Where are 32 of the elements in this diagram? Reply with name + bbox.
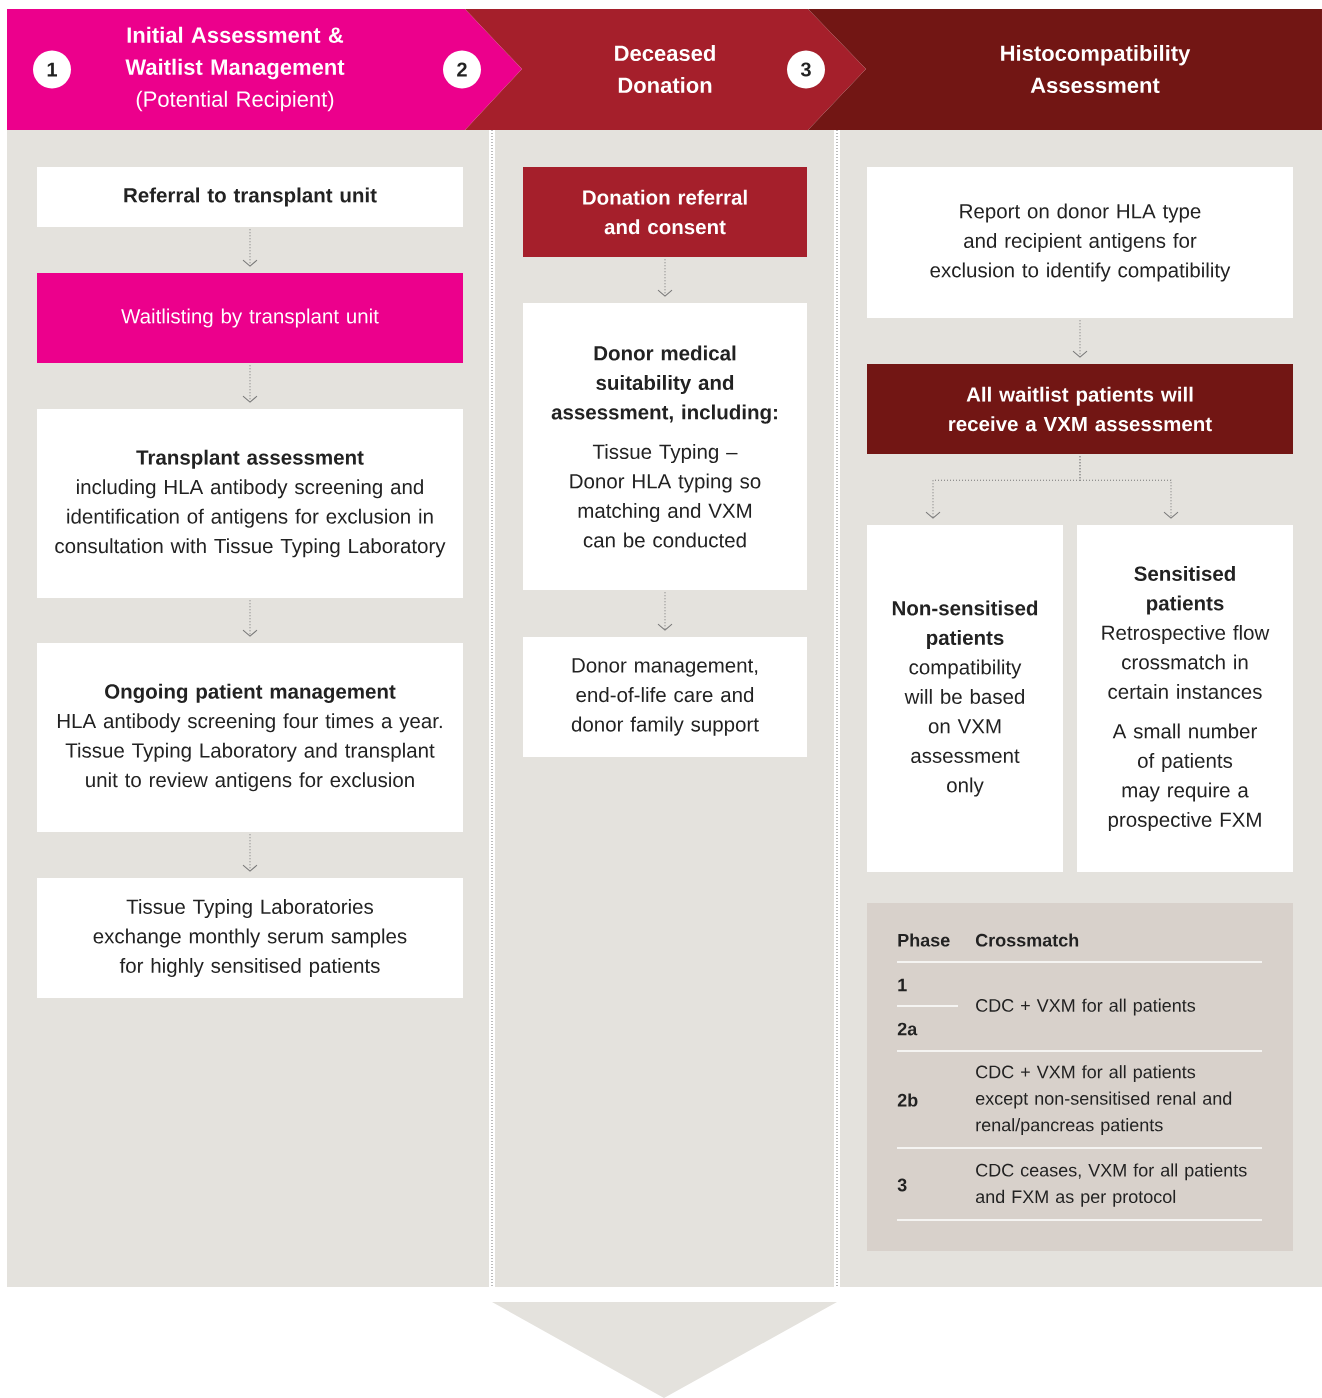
arrow — [242, 228, 258, 267]
process-box: Referral to transplant unit — [37, 167, 463, 227]
table-header: Phase — [898, 933, 950, 947]
table-header: Crossmatch — [975, 933, 1079, 947]
process-box: Report on donor HLA type and recipient antigens for exclusion to identify compatibility — [867, 167, 1293, 318]
arrow — [242, 833, 258, 872]
arrow — [1072, 319, 1088, 358]
arrow — [657, 258, 673, 297]
table-cell: 3 — [897, 1178, 907, 1192]
table-cell: 1 — [898, 978, 907, 992]
process-box: All waitlist patients will receive a VXM assessment — [867, 364, 1293, 454]
process-box: Ongoing patient management HLA antibody screening four times a year. Tissue Typing Laboratory and transplant unit to review antigens for exclusion — [37, 643, 463, 832]
process-box: Waitlisting by transplant unit — [37, 273, 463, 363]
process-box: Tissue Typing Laboratories exchange monthly serum samples for highly sensitised patients — [37, 878, 463, 998]
table-cell: CDC + VXM for all patients except non-sensitised renal and renal/pancreas patients — [975, 1065, 1232, 1135]
table-cell: CDC ceases, VXM for all patients and FXM as per protocol — [975, 1163, 1247, 1207]
arrow — [242, 599, 258, 637]
arrow — [242, 364, 258, 403]
arrow — [1079, 455, 1179, 519]
table-cell: CDC + VXM for all patients — [976, 998, 1196, 1016]
table-cell: 2a — [897, 1022, 918, 1036]
table-cell: 2b — [897, 1093, 918, 1107]
process-box: Sensitised patients Retrospective flow crossmatch in certain instances A small number of patients may require a prospective FXM — [1077, 525, 1293, 872]
process-box: Donor medical suitability and assessment, including: Tissue Typing – Donor HLA typing so matching and VXM can be conducted — [523, 303, 807, 590]
process-box: Donation referral and consent — [523, 167, 807, 257]
arrow — [657, 591, 673, 631]
process-box: Non-sensitised patients compatibility will be based on VXM assessment only — [867, 525, 1063, 872]
process-box: Transplant assessment including HLA antibody screening and identification of antigens for exclusion in consultation with Tissue Typing Laboratory — [37, 409, 463, 598]
step-number: 2 — [443, 50, 481, 89]
step-number: 3 — [787, 50, 825, 89]
process-box: Donor management, end-of-life care and donor family support — [523, 637, 807, 757]
step-number: 1 — [33, 50, 71, 89]
